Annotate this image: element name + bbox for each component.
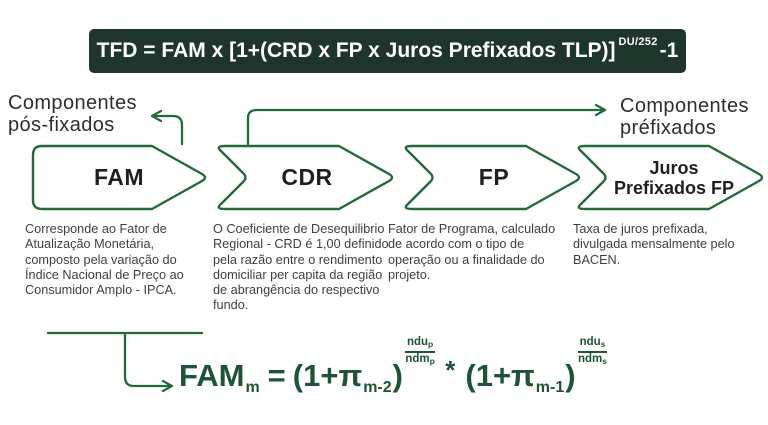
fam-formula-lhs: FAM (179, 358, 245, 393)
fam-formula-exp2-numerator: ndus (577, 336, 608, 354)
fam-formula-term2-sub: m-1 (535, 379, 565, 396)
chevron-juros-shape (577, 144, 764, 211)
fam-formula-exp2-denominator: ndms (577, 353, 607, 367)
chevron-fp-label: FP (478, 164, 510, 190)
left-components-label-line2: pós-fixados (8, 114, 115, 136)
chevron-juros-label: Juros Prefixados FP (592, 145, 756, 210)
tfd-formula-text: TFD = FAM x [1+(CRD x FP x Juros Prefixa… (96, 39, 616, 62)
fam-formula-term1-close: ) (392, 358, 403, 393)
right-arrow-connector (246, 103, 607, 146)
fam-formula-term2: (1+π (465, 358, 535, 393)
tfd-formula-tail: -1 (659, 39, 679, 62)
left-components-label-line1: Componentes (8, 92, 137, 114)
du252-superscript: DU/252 (618, 36, 658, 48)
chevron-fp-shape (404, 144, 581, 211)
chevron-juros-label-line2: Prefixados FP (613, 177, 735, 198)
fam-formula-connector (46, 331, 204, 393)
fam-formula-times: * (445, 355, 456, 385)
fam-formula-equals: = (267, 358, 286, 393)
fp-description: Fator de Programa, calculado de acordo c… (388, 222, 556, 282)
left-arrow-connector (150, 109, 184, 146)
chevron-fam-shape (31, 144, 207, 211)
chevron-fam-label: FAM (93, 164, 145, 190)
cdr-description: O Coeficiente de Desequilibrio Regional … (213, 222, 389, 313)
fam-description: Corresponde ao Fator de Atualização Mone… (25, 222, 184, 298)
right-components-label: Componentes préfixados (620, 95, 749, 139)
fam-formula-exponent1: ndup ndmp (404, 336, 436, 367)
left-components-label: Componentes pós-fixados (8, 92, 137, 136)
chevron-cdr-label: CDR (281, 164, 333, 190)
right-components-label-line1: Componentes (620, 95, 749, 117)
chevron-juros-label-line1: Juros (649, 157, 699, 178)
tfd-formula-bar: TFD = FAM x [1+(CRD x FP x Juros Prefixa… (89, 29, 686, 73)
fam-formula-lhs-sub: m (245, 379, 260, 396)
juros-description: Taxa de juros prefixada, divulgada mensa… (573, 222, 735, 267)
fam-formula-term1-sub: m-2 (363, 379, 392, 396)
right-components-label-line2: préfixados (620, 117, 717, 139)
fam-formula-exponent2: ndus ndms (577, 336, 608, 367)
fam-formula-exp1-denominator: ndmp (405, 353, 435, 367)
chevron-cdr-shape (217, 144, 394, 211)
fam-formula-exp1-numerator: ndup (404, 336, 436, 354)
fam-formula-term2-close: ) (565, 358, 576, 393)
fam-formula-term1: (1+π (292, 358, 363, 393)
